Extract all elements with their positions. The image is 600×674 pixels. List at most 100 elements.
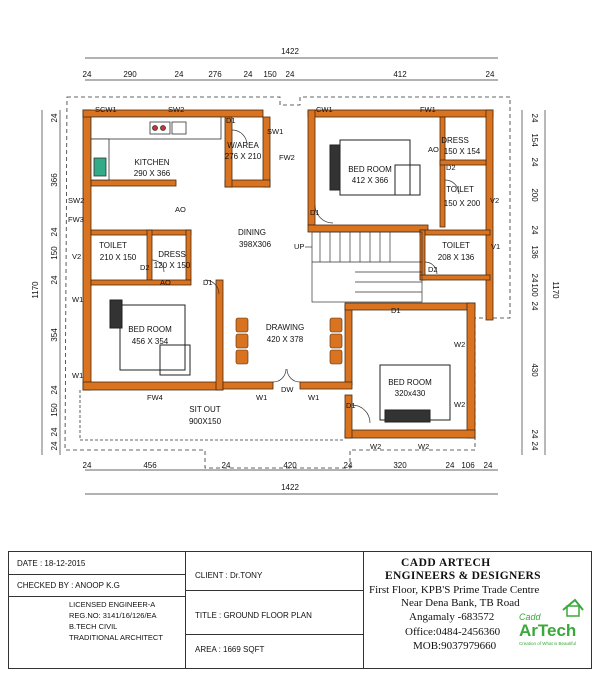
license-line-2: REG.NO: 3141/16/126/EA: [69, 611, 157, 620]
room-bed1-size: 412 X 366: [352, 176, 389, 185]
license-line-3: B.TECH CIVIL: [69, 622, 118, 631]
room-sitout-name: SIT OUT: [189, 405, 221, 414]
room-dress2-size: 120 X 150: [154, 261, 191, 270]
bottom-dim-5: 320: [393, 461, 407, 470]
left-total-dim: 1170: [31, 281, 40, 299]
license-line-4: TRADITIONAL ARCHITECT: [69, 633, 163, 642]
dimension-lines: [41, 57, 546, 495]
sit-out-steps: [79, 390, 345, 441]
room-toilet1-name: TOILET: [446, 185, 474, 194]
address-line-1: First Floor, KPB'S Prime Trade Centre: [369, 584, 540, 596]
top-dim-5: 150: [263, 70, 277, 79]
top-dim-7: 412: [393, 70, 407, 79]
svg-text:ArTech: ArTech: [519, 621, 576, 640]
door-swings: [151, 129, 460, 424]
room-bed3-size: 320x430: [395, 389, 426, 398]
room-toilet2-size: 210 X 150: [100, 253, 137, 262]
label-d1c: D1: [203, 278, 213, 287]
left-dim-3: 150: [50, 246, 59, 260]
label-d1b: D1: [310, 208, 320, 217]
top-dim-6: 24: [286, 70, 295, 79]
label-ao1: AO: [428, 145, 439, 154]
label-up: UP: [294, 242, 304, 251]
drawing-furniture: [235, 317, 343, 365]
bottom-dim-6: 24: [446, 461, 455, 470]
label-cw1: CW1: [316, 105, 333, 114]
right-dim-1: 154: [530, 133, 539, 147]
company-logo: Cadd ArTech Creation of What is Beautifu…: [517, 596, 587, 648]
left-dim-6: 24: [50, 385, 59, 394]
bottom-dim-2: 24: [222, 461, 231, 470]
label-sw2a: SW2: [168, 105, 184, 114]
label-w2c: W2: [370, 442, 381, 451]
top-dim-1: 290: [123, 70, 137, 79]
room-bed3-name: BED ROOM: [388, 378, 432, 387]
svg-text:Creation of What is Beautiful: Creation of What is Beautiful: [519, 641, 576, 646]
label-w1d: W1: [308, 393, 319, 402]
checked-by-field: CHECKED BY : ANOOP K.G: [17, 581, 120, 590]
overall-top-dim: 1422: [281, 47, 299, 56]
label-d1a: D1: [226, 116, 236, 125]
address-line-3: Angamaly -683572: [409, 611, 495, 623]
right-dim-0: 24: [530, 114, 539, 123]
right-dim-6: 24: [530, 274, 539, 283]
beds: [109, 139, 451, 423]
room-dining-size: 398X306: [239, 240, 272, 249]
date-field: DATE : 18-12-2015: [17, 559, 86, 568]
label-sw2b: SW2: [68, 196, 84, 205]
room-toilet3-size: 208 X 136: [438, 253, 475, 262]
label-w2d: W2: [418, 442, 429, 451]
bottom-dim-4: 24: [344, 461, 353, 470]
room-dress1-name: DRESS: [441, 136, 469, 145]
room-dress2-name: DRESS: [158, 250, 186, 259]
right-dim-8: 24: [530, 302, 539, 311]
room-toilet2-name: TOILET: [99, 241, 127, 250]
top-dim-0: 24: [83, 70, 92, 79]
room-warea-size: 276 X 210: [225, 152, 262, 161]
room-kitchen-name: KITCHEN: [134, 158, 169, 167]
left-dim-0: 24: [50, 113, 59, 122]
label-ao3: AO: [160, 278, 171, 287]
room-toilet3-name: TOILET: [442, 241, 470, 250]
label-w2a: W2: [454, 340, 465, 349]
label-w1c: W1: [256, 393, 267, 402]
bottom-dim-0: 24: [83, 461, 92, 470]
label-fw1: FW1: [420, 105, 436, 114]
left-dim-1: 366: [50, 173, 59, 187]
left-dim-8: 24: [50, 427, 59, 436]
mobile-phone: MOB:9037979660: [413, 640, 497, 652]
label-fw3: FW3: [68, 215, 84, 224]
right-dim-7: 100: [530, 283, 539, 297]
label-d2c: D2: [428, 265, 438, 274]
right-dim-4: 24: [530, 226, 539, 235]
right-dim-2: 24: [530, 158, 539, 167]
right-dim-11: 24: [530, 442, 539, 451]
label-d1d: D1: [391, 306, 401, 315]
bottom-dim-7: 106: [461, 461, 475, 470]
svg-text:Cadd: Cadd: [519, 612, 542, 622]
room-drawing-size: 420 X 378: [267, 335, 304, 344]
company-subtitle: ENGINEERS & DESIGNERS: [385, 570, 541, 582]
title-block: DATE : 18-12-2015 CHECKED BY : ANOOP K.G…: [8, 551, 592, 669]
label-ao2: AO: [175, 205, 186, 214]
floor-plan: KITCHEN 290 X 366 W/AREA 276 X 210 BED R…: [31, 47, 560, 495]
right-dim-9: 430: [530, 363, 539, 377]
overall-bottom-dim: 1422: [281, 483, 299, 492]
staircase: [305, 231, 423, 303]
label-d2b: D2: [140, 263, 150, 272]
walls: [82, 109, 494, 439]
room-dress1-size: 150 X 154: [444, 147, 481, 156]
area-field: AREA : 1669 SQFT: [195, 645, 265, 654]
drawing-title-field: TITLE : GROUND FLOOR PLAN: [195, 611, 312, 620]
room-labels: KITCHEN 290 X 366 W/AREA 276 X 210 BED R…: [99, 136, 481, 426]
right-dim-3: 200: [530, 188, 539, 202]
left-dim-4: 24: [50, 275, 59, 284]
room-drawing-name: DRAWING: [266, 323, 304, 332]
top-dim-2: 24: [175, 70, 184, 79]
right-dim-10: 24: [530, 430, 539, 439]
room-warea-name: W/AREA: [227, 141, 259, 150]
company-name: CADD ARTECH: [401, 557, 491, 569]
